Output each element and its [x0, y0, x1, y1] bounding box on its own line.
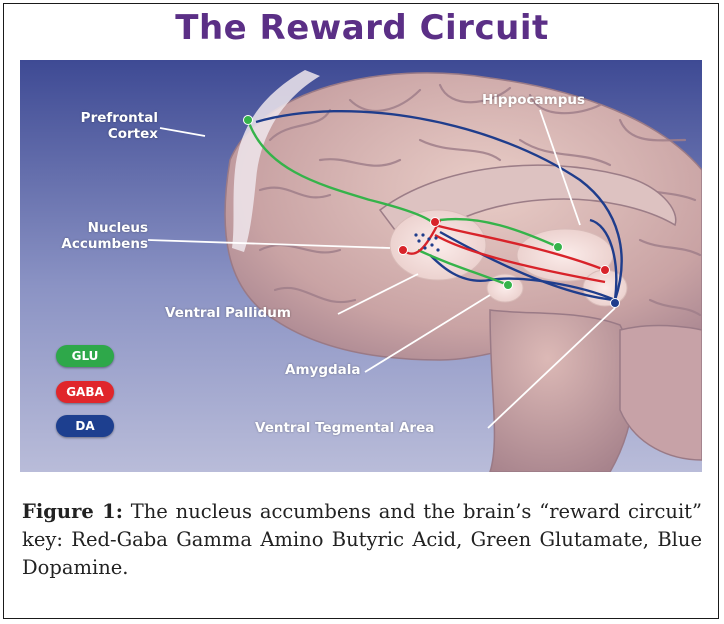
label-prefrontal-line2: Cortex	[48, 126, 158, 142]
brainstem	[490, 310, 634, 472]
label-hippocampus: Hippocampus	[482, 92, 585, 108]
legend-gaba-label: GABA	[66, 385, 104, 399]
legend-gaba: GABA	[56, 381, 114, 403]
label-nucleus-accumbens: Nucleus Accumbens	[48, 220, 148, 252]
label-nucleus-line2: Accumbens	[48, 236, 148, 252]
legend-glu-label: GLU	[72, 349, 99, 363]
brain-diagram: Prefrontal Cortex Hippocampus Nucleus Ac…	[20, 60, 702, 472]
label-nucleus-line1: Nucleus	[48, 220, 148, 236]
label-prefrontal-line1: Prefrontal	[48, 110, 158, 126]
legend-glu: GLU	[56, 345, 114, 367]
legend-da: DA	[56, 415, 114, 437]
label-ventral-pallidum: Ventral Pallidum	[165, 305, 291, 321]
caption-label: Figure 1:	[22, 500, 123, 523]
figure-title: The Reward Circuit	[0, 8, 724, 48]
legend-da-label: DA	[75, 419, 94, 433]
label-ventral-tegmental-area: Ventral Tegmental Area	[255, 420, 434, 436]
caption-text: The nucleus accumbens and the brain’s “r…	[22, 500, 702, 579]
figure-caption: Figure 1: The nucleus accumbens and the …	[22, 498, 702, 582]
label-amygdala: Amygdala	[285, 362, 361, 378]
label-prefrontal-cortex: Prefrontal Cortex	[48, 110, 158, 142]
